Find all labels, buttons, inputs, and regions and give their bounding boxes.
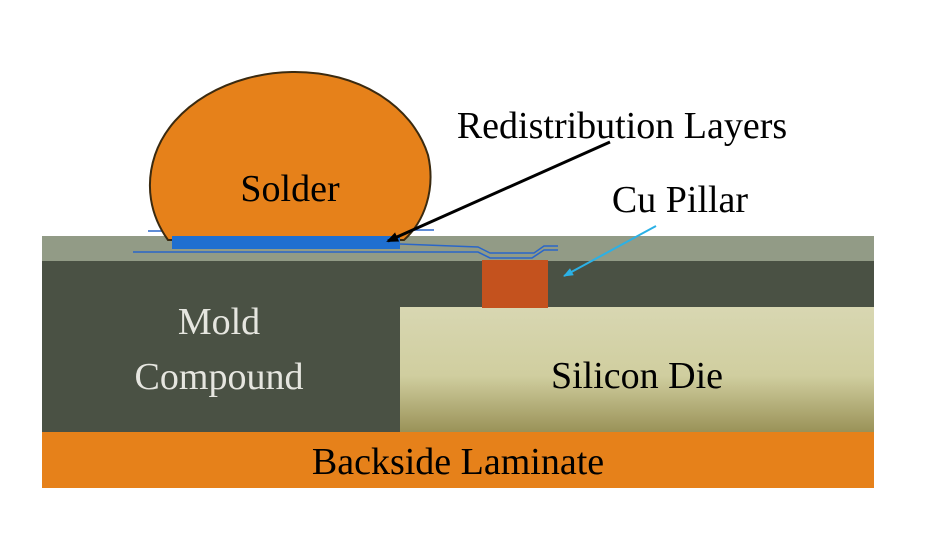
rdl-trace-via [399, 243, 558, 254]
rdl-trace-lower [133, 249, 558, 259]
cu-pillar-arrow [563, 225, 657, 277]
silicon-die-label: Silicon Die [551, 355, 723, 397]
mold-compound-label-line2: Compound [135, 356, 304, 398]
solder-ball [148, 70, 432, 241]
backside-laminate [42, 430, 874, 488]
redistribution-layers-arrow [386, 140, 611, 243]
mold-compound-label-line1: Mold [178, 301, 260, 343]
backside-laminate-label: Backside Laminate [312, 441, 604, 483]
cu-pillar [482, 260, 548, 308]
silicon-die [400, 307, 874, 432]
cu-pillar-label: Cu Pillar [612, 179, 749, 221]
solder-label: Solder [240, 168, 340, 210]
solder-pad [172, 236, 400, 249]
redistribution-layers-label: Redistribution Layers [457, 105, 787, 147]
